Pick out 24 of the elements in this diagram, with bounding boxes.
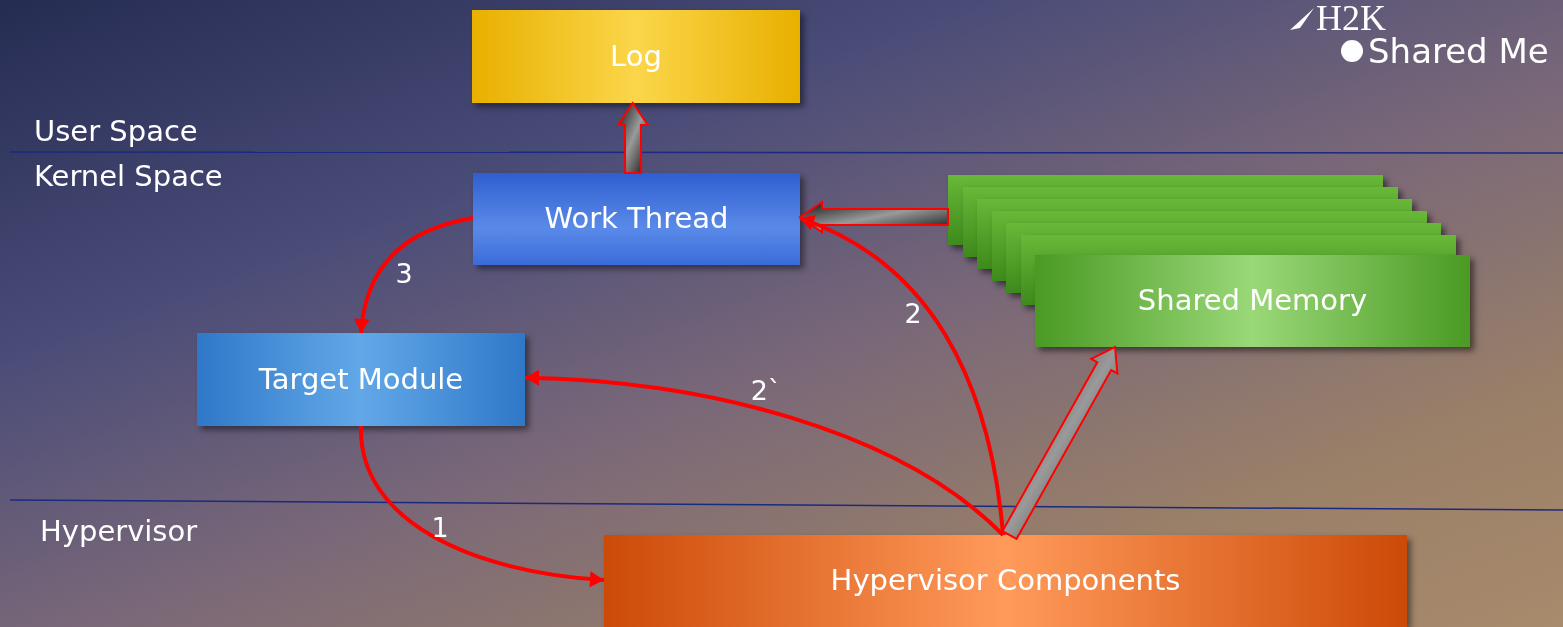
block-arrow bbox=[616, 101, 650, 175]
edge-label: 2 bbox=[904, 299, 922, 327]
block-arrow bbox=[1001, 345, 1119, 541]
text-label: Kernel Space bbox=[34, 158, 223, 195]
block-arrow bbox=[798, 200, 949, 234]
curved-arrow bbox=[359, 425, 605, 587]
curved-arrow bbox=[799, 215, 1006, 536]
process-box bbox=[473, 173, 800, 265]
process-box bbox=[604, 535, 1407, 627]
node-label: Target Module bbox=[258, 360, 464, 398]
text-label: User Space bbox=[34, 113, 198, 150]
edge-label: 1 bbox=[431, 513, 449, 541]
process-box bbox=[472, 10, 800, 103]
node-label: Log bbox=[610, 37, 662, 75]
edge-label: 2` bbox=[750, 376, 782, 404]
node-label: Work Thread bbox=[544, 200, 729, 238]
node-label: Hypervisor Components bbox=[830, 562, 1181, 600]
memory-stack bbox=[948, 175, 1470, 347]
curved-arrow bbox=[524, 370, 1005, 537]
text-label: Hypervisor bbox=[40, 513, 198, 550]
curved-arrow bbox=[354, 216, 474, 334]
node-label: Shared Memory bbox=[1137, 282, 1368, 320]
edge-label: 3 bbox=[395, 259, 413, 287]
process-box bbox=[197, 333, 525, 426]
